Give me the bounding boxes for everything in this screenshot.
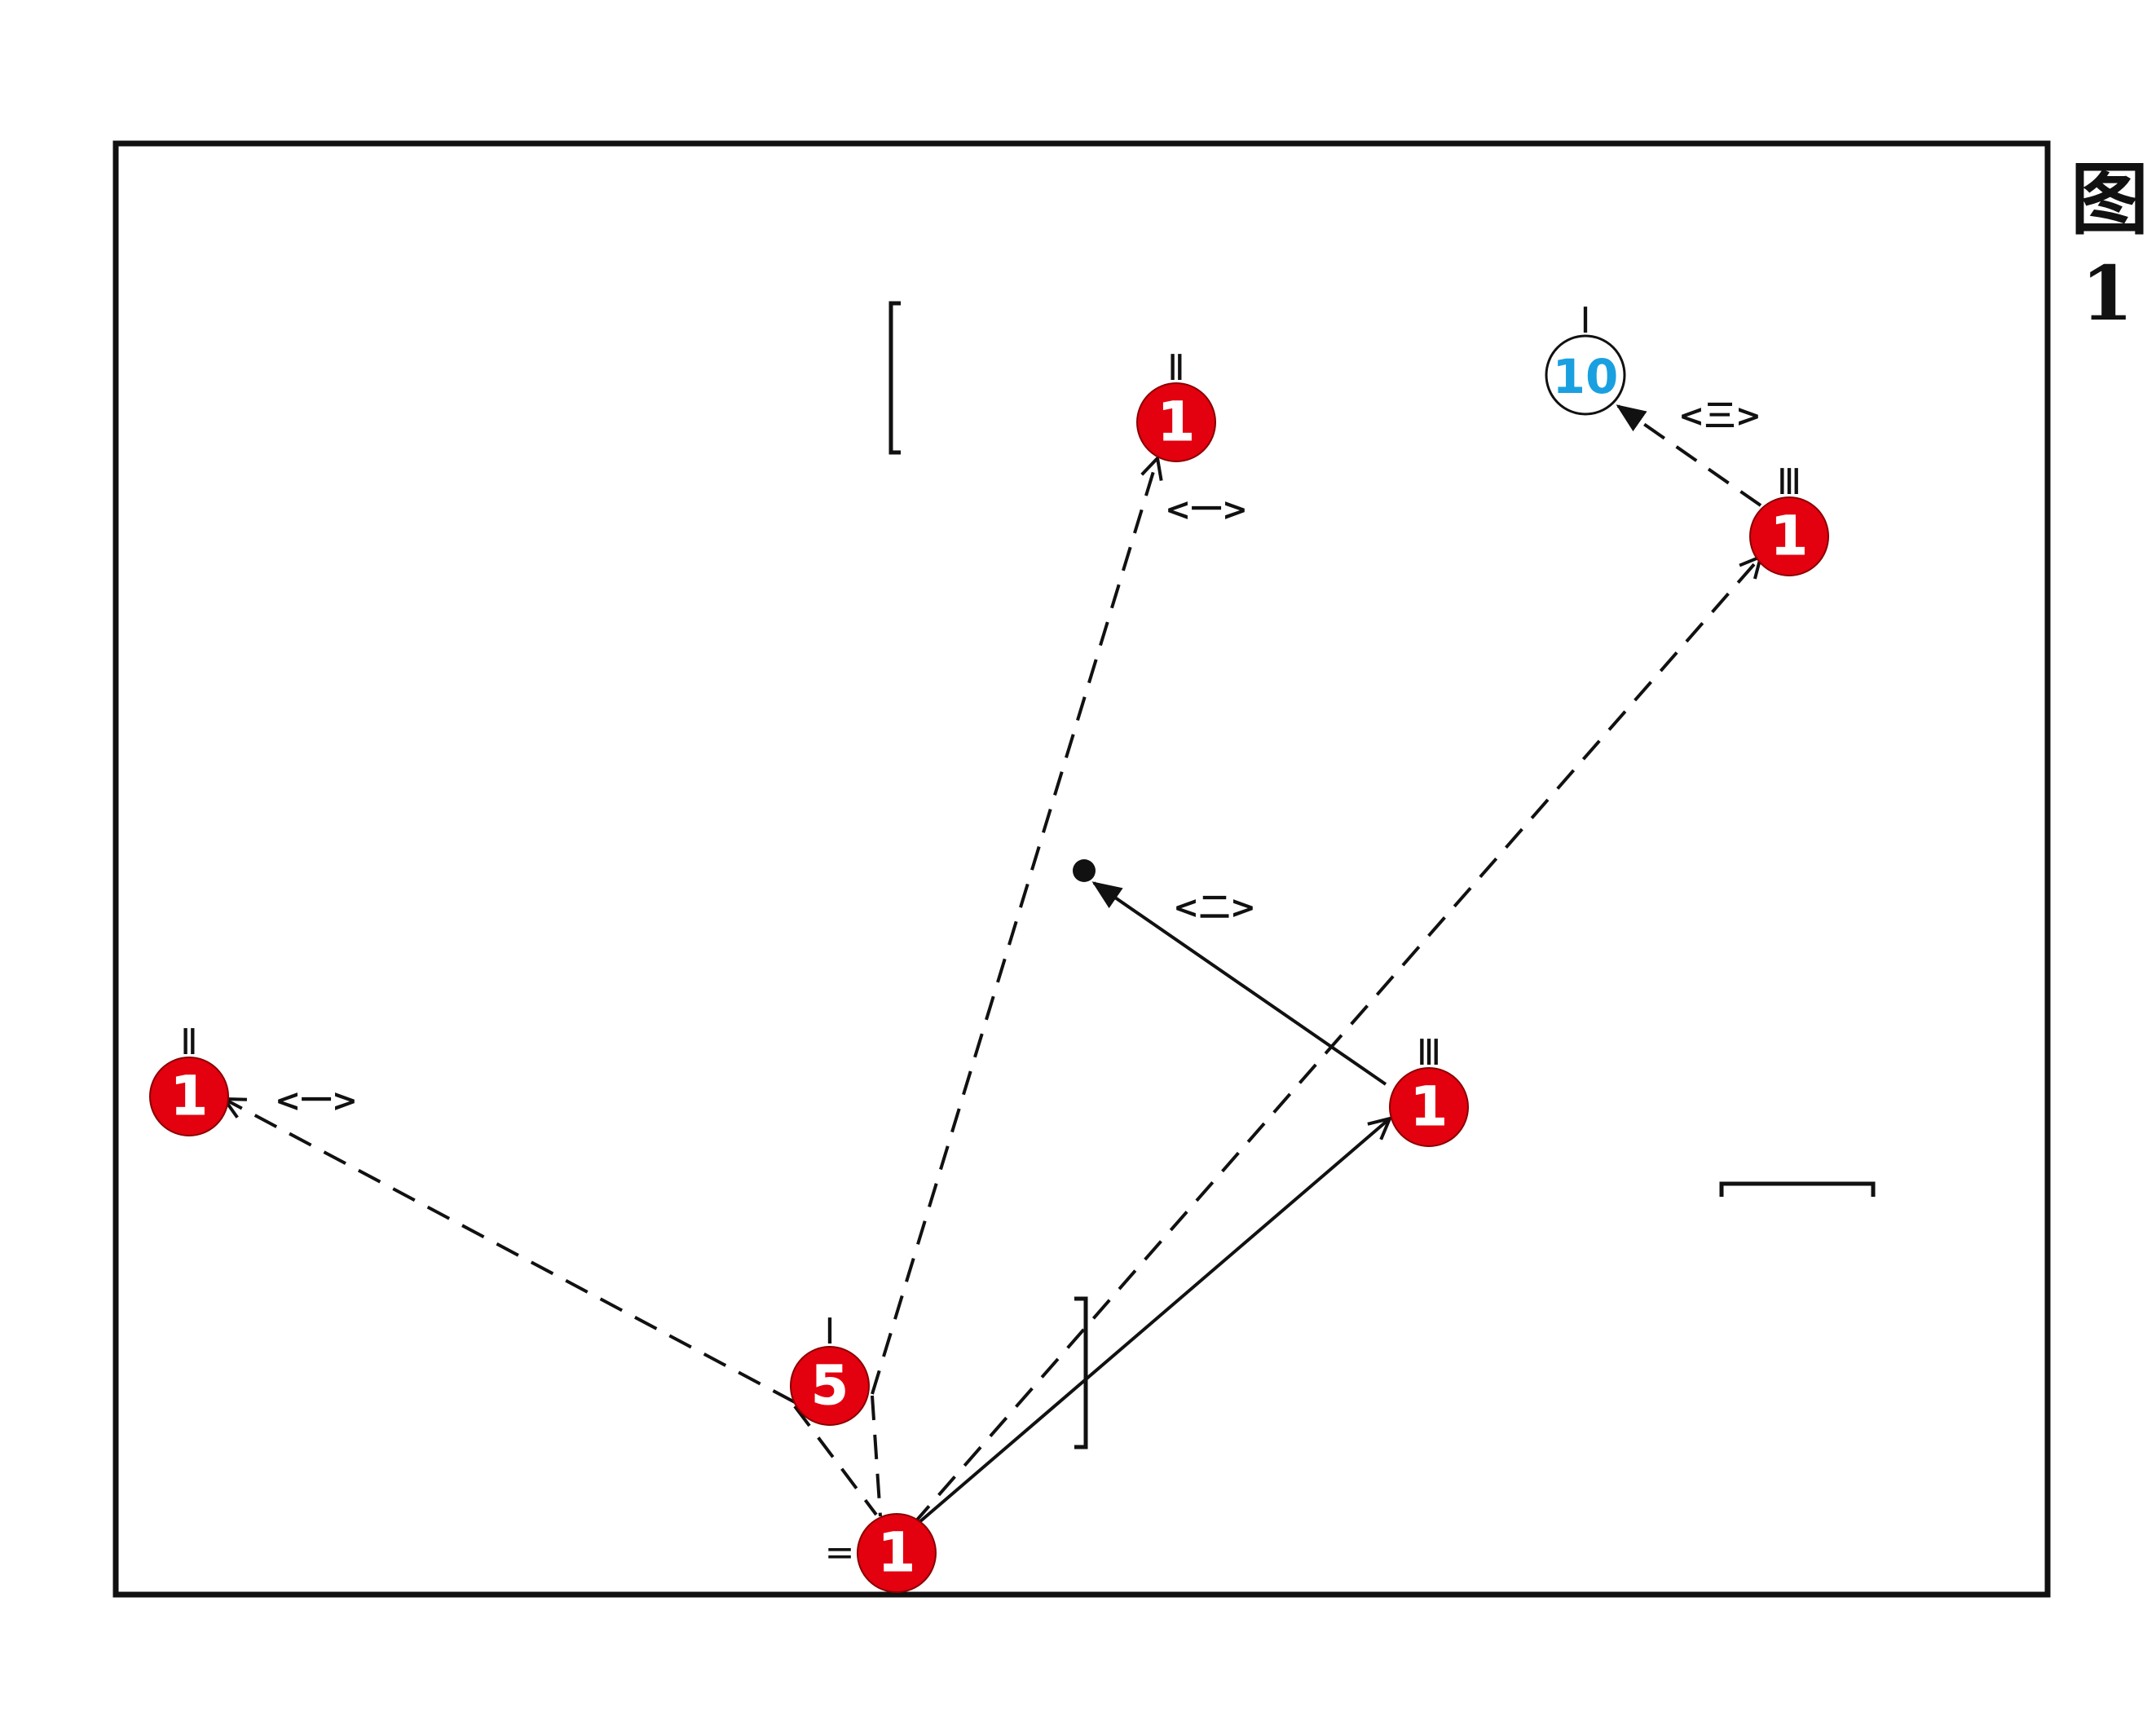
player-disc (1389, 1067, 1469, 1147)
player-role-marker: Ⅱ (1167, 347, 1185, 389)
target-player: 10 Ⅰ (1545, 300, 1626, 416)
pitch-frame (112, 140, 2051, 1598)
player-disc (857, 1513, 937, 1593)
dashed-run-line (224, 1099, 796, 1404)
move-labels: <一> <三> <二> <一> (275, 398, 1761, 1118)
figure-caption: 图 1 (2070, 153, 2149, 342)
player-number: 1 (1770, 505, 1808, 567)
player-role-marker: Ⅰ (1581, 300, 1591, 342)
player: 5Ⅰ (790, 1311, 870, 1426)
player-role-marker: Ⅱ (180, 1021, 198, 1063)
player-number: 10 (1553, 349, 1619, 404)
player-number: 5 (811, 1354, 849, 1417)
move-label: <一> (1165, 492, 1248, 527)
ball (1073, 859, 1096, 882)
player-disc (1749, 496, 1829, 576)
target-player-disc (1545, 334, 1626, 416)
player: 1Ⅱ (149, 1021, 229, 1136)
solid-pass-line (918, 1118, 1390, 1524)
move-label: <二> (1173, 889, 1256, 925)
solid-pass-line (1091, 881, 1387, 1086)
dashed-run-line (871, 458, 1157, 1395)
dashed-pass-line (871, 1395, 882, 1517)
figure-caption-word: 图 (2070, 153, 2149, 245)
player-number: 1 (878, 1521, 915, 1584)
dashed-pass-line (1616, 404, 1762, 507)
cone-marker (1074, 1296, 1088, 1449)
cones (888, 301, 1876, 1449)
dashed-pass-line (793, 1405, 878, 1516)
player: 1= (825, 1513, 937, 1593)
player-role-marker: = (825, 1532, 855, 1573)
figure-caption-number: 1 (2080, 249, 2133, 338)
player-disc (149, 1057, 229, 1136)
movement-lines (224, 404, 1762, 1526)
cone-marker (1719, 1181, 1876, 1197)
player: 1Ⅱ (1136, 347, 1216, 462)
dashed-run-line (911, 557, 1761, 1526)
move-label: <一> (275, 1083, 358, 1118)
player-disc (790, 1346, 870, 1426)
move-label: <三> (1678, 398, 1761, 434)
player-number: 1 (1410, 1075, 1448, 1138)
player-role-marker: Ⅲ (1777, 461, 1801, 503)
player-role-marker: Ⅲ (1417, 1032, 1441, 1074)
player-number: 1 (170, 1065, 208, 1127)
cone-marker (888, 301, 901, 455)
player-disc (1136, 382, 1216, 462)
player-role-marker: Ⅰ (825, 1311, 836, 1352)
player-number: 1 (1157, 390, 1195, 453)
